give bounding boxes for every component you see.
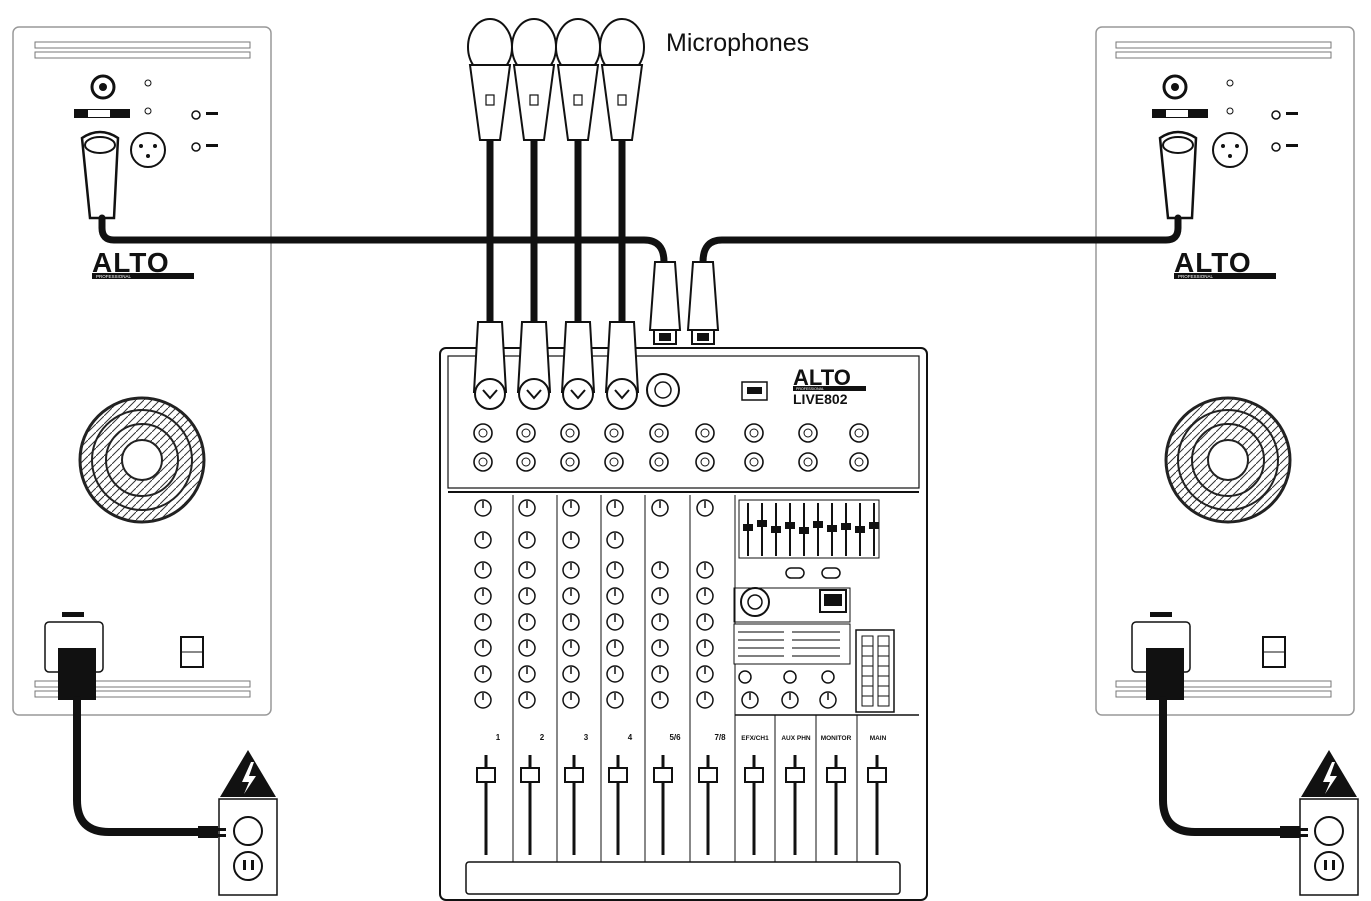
svg-text:7/8: 7/8 (714, 733, 726, 742)
right-speaker-top-vents (1115, 41, 1332, 59)
left-wall-outlet (198, 798, 278, 896)
power-cords (73, 696, 1286, 836)
mixer-usb-port (741, 381, 768, 401)
right-speaker-fan-grille (1164, 396, 1292, 524)
right-speaker-controls (1152, 74, 1298, 168)
left-speaker-cable (98, 214, 668, 266)
svg-text:PROFESSIONAL: PROFESSIONAL (796, 387, 824, 391)
left-speaker-bottom-vents (34, 680, 251, 698)
channel-dividers (512, 495, 736, 862)
mixer: ALTO PROFESSIONAL LIVE802 (439, 347, 928, 901)
right-speaker-input-plug (1158, 130, 1198, 220)
right-power-plug (1146, 648, 1184, 700)
left-speaker-top-vents (34, 41, 251, 59)
svg-text:MAIN: MAIN (870, 735, 887, 742)
microphone-3 (555, 18, 601, 141)
right-power-cord (1159, 696, 1286, 836)
mic-plug-3 (560, 321, 596, 410)
svg-text:ALTO: ALTO (1174, 247, 1252, 278)
level-meters (855, 629, 895, 713)
mic-plug-2 (516, 321, 552, 410)
svg-text:MONITOR: MONITOR (821, 735, 852, 742)
bus-dividers (774, 715, 858, 862)
left-speaker-input-plug (80, 130, 120, 220)
left-speaker: ALTO PROFESSIONAL (12, 26, 272, 716)
microphone-2 (511, 18, 557, 141)
mixer-front-panel (465, 861, 901, 895)
high-voltage-warning-icon (220, 750, 276, 797)
microphone-4 (599, 18, 645, 141)
speaker-cables (98, 214, 1182, 266)
left-speaker-fan-grille (78, 396, 206, 524)
graphic-eq (738, 499, 880, 579)
high-voltage-warning-icon-right (1301, 750, 1357, 797)
microphones (467, 18, 645, 141)
mic-plug-4 (604, 321, 640, 410)
microphone-cables (486, 140, 626, 325)
microphone-xlr-plugs (472, 321, 640, 410)
microphones-label: Microphones (666, 29, 809, 57)
svg-text:PROFESSIONAL: PROFESSIONAL (96, 274, 132, 279)
microphone-1 (467, 18, 513, 141)
main-output-plugs (648, 261, 720, 345)
left-speaker-power-switch (180, 636, 204, 668)
right-wall-outlet (1280, 798, 1359, 896)
svg-text:1: 1 (496, 733, 501, 742)
left-power-plug (58, 648, 96, 700)
channel-number-labels: 1 2 3 4 5/6 7/8 (496, 733, 726, 742)
svg-text:5/6: 5/6 (669, 733, 681, 742)
mic-plug-1 (472, 321, 508, 410)
right-speaker-cable (699, 214, 1182, 266)
svg-text:LIVE802: LIVE802 (793, 391, 848, 407)
left-speaker-logo: ALTO PROFESSIONAL (92, 247, 194, 279)
left-main-output-plug (648, 261, 682, 345)
mixer-top-jacks (473, 373, 869, 472)
right-main-output-plug (686, 261, 720, 345)
bus-labels: EFX/CH1 AUX PHN MONITOR MAIN (741, 735, 886, 742)
right-speaker-logo: ALTO PROFESSIONAL (1174, 247, 1276, 279)
left-speaker-controls (74, 74, 218, 168)
svg-text:4: 4 (628, 733, 633, 742)
right-speaker: ALTO PROFESSIONAL (1095, 26, 1355, 716)
svg-text:3: 3 (584, 733, 589, 742)
left-power-cord (73, 696, 204, 836)
svg-text:2: 2 (540, 733, 545, 742)
svg-text:PROFESSIONAL: PROFESSIONAL (1178, 274, 1214, 279)
svg-text:ALTO: ALTO (92, 247, 170, 278)
svg-text:EFX/CH1: EFX/CH1 (741, 735, 769, 742)
right-speaker-power-switch (1262, 636, 1286, 668)
right-speaker-bottom-vents (1115, 680, 1332, 698)
svg-text:ALTO: ALTO (793, 365, 851, 390)
mixer-logo: ALTO PROFESSIONAL LIVE802 (793, 365, 866, 407)
effects-panel (733, 587, 851, 709)
svg-text:AUX PHN: AUX PHN (781, 735, 811, 742)
faders (476, 755, 887, 855)
